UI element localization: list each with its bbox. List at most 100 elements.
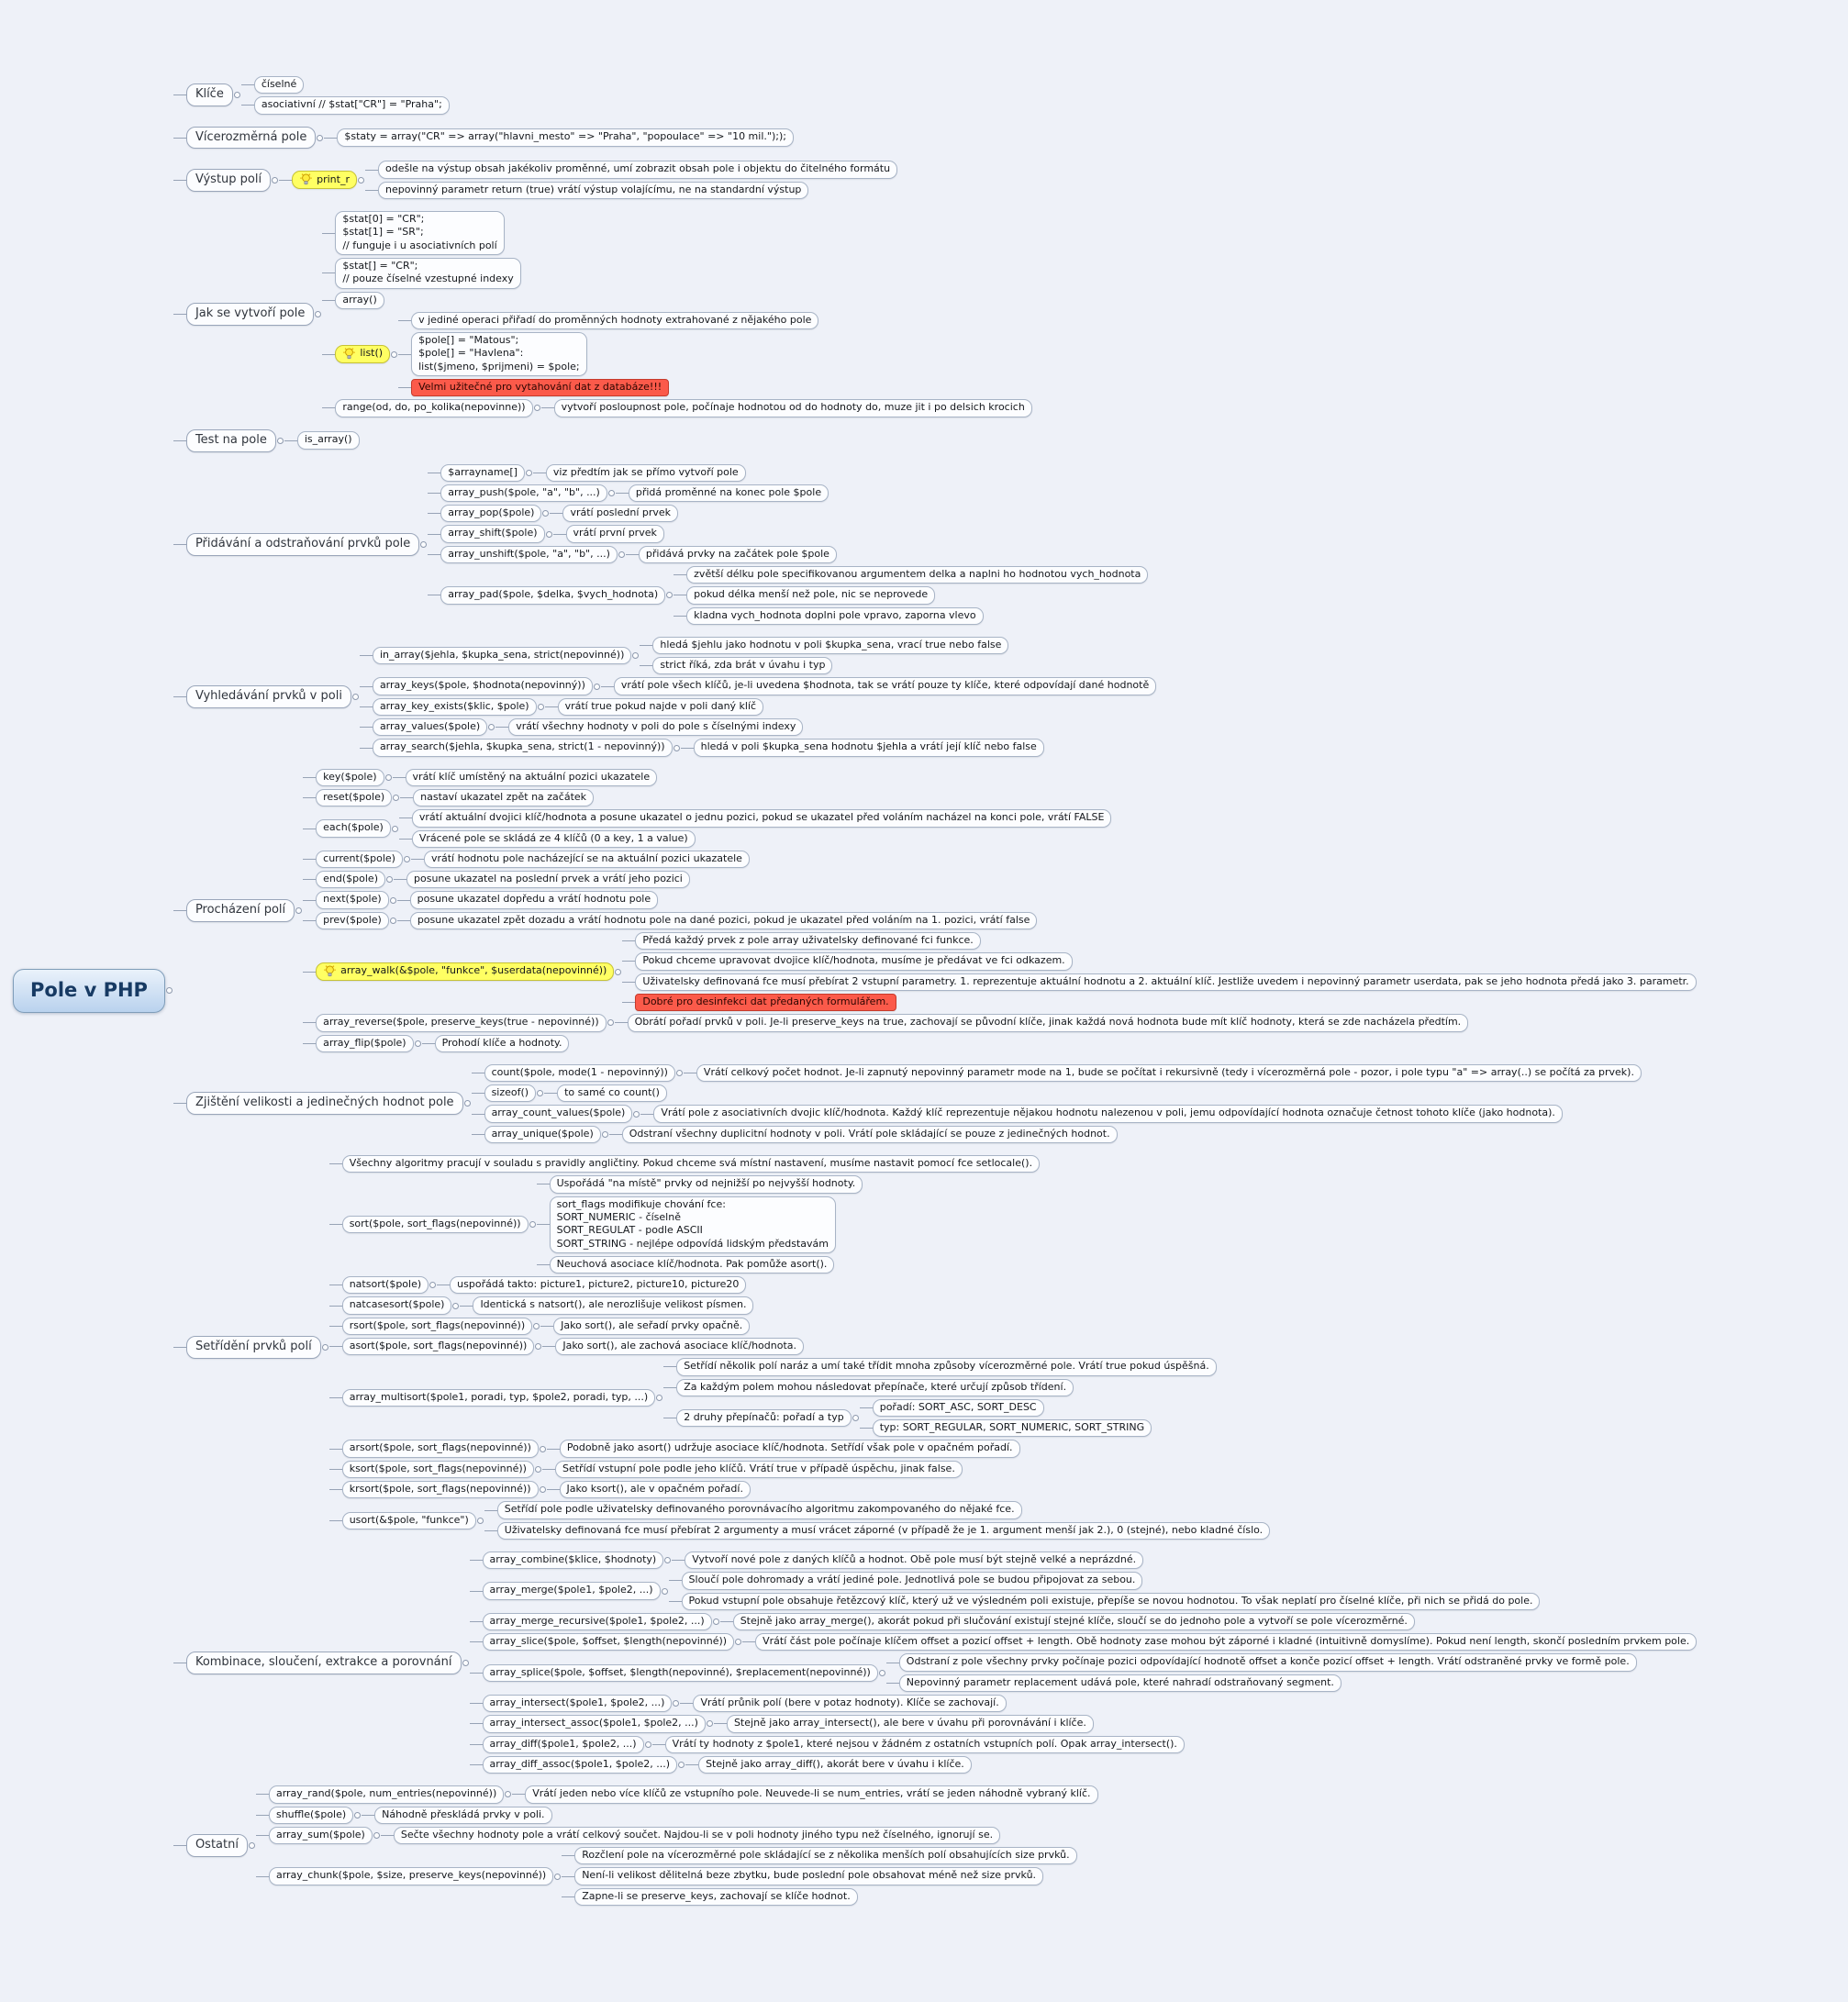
fold-handle-icon[interactable] [373,1831,380,1839]
fold-handle-icon[interactable] [476,1517,484,1524]
map-node[interactable]: Vrátí ty hodnoty z $pole1, které nejsou … [664,1735,1185,1753]
fold-handle-icon[interactable] [666,592,674,599]
fold-handle-icon[interactable] [878,1669,885,1676]
map-node[interactable]: array_intersect($pole1, $pole2, ...) [482,1695,673,1713]
map-node[interactable]: array_pop($pole) [440,505,542,523]
fold-handle-icon[interactable] [537,703,544,710]
map-node[interactable]: array_chunk($pole, $size, preserve_keys(… [268,1867,554,1885]
fold-handle-icon[interactable] [706,1720,713,1728]
fold-handle-icon[interactable] [351,693,359,700]
map-node[interactable]: vrátí true pokud najde v poli daný klíč [557,697,764,717]
map-node[interactable]: key($pole) [316,768,384,786]
map-node[interactable]: natsort($pole) [341,1276,429,1295]
fold-handle-icon[interactable] [618,551,625,558]
map-node[interactable]: array_reverse($pole, preserve_keys(true … [316,1014,607,1032]
fold-handle-icon[interactable] [678,1762,685,1769]
map-node[interactable]: Stejně jako array_intersect(), ale bere … [726,1715,1094,1733]
map-node[interactable]: each($pole) [316,819,391,838]
map-node[interactable]: Identická s natsort(), ale nerozlišuje v… [473,1296,754,1315]
map-node[interactable]: array_combine($klice, $hodnoty) [482,1551,664,1570]
fold-handle-icon[interactable] [315,310,322,317]
map-node[interactable]: array() [335,291,384,309]
map-node[interactable]: asociativní // $stat["CR"] = "Praha"; [253,96,450,115]
fold-handle-icon[interactable] [664,1557,672,1564]
topic-node[interactable]: Ostatní [185,1834,248,1858]
map-node[interactable]: usort(&$pole, "funkce") [341,1511,476,1529]
map-node[interactable]: Vrátí celkový počet hodnot. Je-li zapnut… [696,1063,1642,1083]
fold-handle-icon[interactable] [505,1791,512,1798]
map-node[interactable]: Uživatelsky definovaná fce musí přebírat… [635,973,1697,991]
fold-handle-icon[interactable] [525,469,532,476]
topic-node[interactable]: Jak se vytvoří pole [185,302,315,326]
map-node[interactable]: vrátí první prvek [565,525,664,543]
map-node[interactable]: odešle na výstup obsah jakékoliv proměnn… [377,161,898,179]
map-node[interactable]: vytvoří posloupnost pole, počínaje hodno… [553,399,1032,417]
fold-handle-icon[interactable] [633,1110,640,1118]
map-node[interactable]: Není-li velikost dělitelná beze zbytku, … [574,1867,1044,1885]
map-node[interactable]: Prohodí klíče a hodnoty. [434,1034,570,1052]
map-node[interactable]: vrátí všechny hodnoty v poli do pole s č… [508,718,804,737]
map-node[interactable]: krsort($pole, sort_flags(nepovinné)) [341,1481,539,1499]
map-node[interactable]: array_unique($pole) [484,1125,601,1144]
fold-handle-icon[interactable] [601,1130,608,1138]
map-node[interactable]: vrátí klíč umístěný na aktuální pozici u… [405,768,658,786]
warning-node[interactable]: Velmi užitečné pro vytahování dat z data… [411,379,670,397]
map-node[interactable]: vrátí poslední prvek [562,505,679,523]
map-node[interactable]: array_merge_recursive($pole1, $pole2, ..… [482,1612,712,1631]
topic-node[interactable]: Procházení polí [185,898,295,922]
map-node[interactable]: array_sum($pole) [268,1826,373,1845]
highlight-node[interactable]: list() [335,345,391,364]
map-node[interactable]: in_array($jehla, $kupka_sena, strict(nep… [372,647,632,665]
map-node[interactable]: vrátí hodnotu pole nacházející se na akt… [423,850,750,869]
fold-handle-icon[interactable] [533,405,540,412]
map-node[interactable]: is_array() [296,431,360,450]
map-node[interactable]: Jako sort(), ale seřadí prvky opačně. [553,1317,751,1335]
map-node[interactable]: Zapne-li se preserve_keys, zachovají se … [574,1887,858,1906]
map-node[interactable]: v jediné operaci přiřadí do proměnných h… [411,311,819,330]
map-node[interactable]: Vrátí jeden nebo více klíčů ze vstupního… [525,1785,1098,1804]
map-node[interactable]: shuffle($pole) [268,1806,354,1824]
map-node[interactable]: číselné [253,75,305,95]
map-node[interactable]: posune ukazatel zpět dozadu a vrátí hodn… [409,911,1038,930]
map-node[interactable]: viz předtím jak se přímo vytvoří pole [545,463,746,482]
map-node[interactable]: array_diff($pole1, $pole2, ...) [482,1735,644,1753]
map-node[interactable]: Setřídí pole podle uživatelsky definovan… [496,1501,1022,1519]
fold-handle-icon[interactable] [852,1415,859,1422]
map-node[interactable]: Sečte všechny hodnoty pole a vrátí celko… [393,1826,1001,1845]
fold-handle-icon[interactable] [735,1639,742,1646]
map-node[interactable]: Obrátí pořadí prvků v poli. Je-li preser… [627,1014,1469,1032]
map-node[interactable]: array_pad($pole, $delka, $vych_hodnota) [440,586,666,605]
map-node[interactable]: asort($pole, sort_flags(nepovinné)) [341,1337,535,1356]
map-node[interactable]: array_multisort($pole1, poradi, typ, $po… [341,1388,656,1407]
map-node[interactable]: array_slice($pole, $offset, $length(nepo… [482,1633,735,1652]
topic-node[interactable]: Test na pole [185,428,276,452]
warning-node[interactable]: Dobré pro desinfekci dat předaných formu… [635,993,896,1012]
fold-handle-icon[interactable] [712,1618,719,1625]
map-node[interactable]: Podobně jako asort() udržuje asociace kl… [559,1440,1020,1458]
map-node[interactable]: arsort($pole, sort_flags(nepovinné)) [341,1440,539,1458]
map-node[interactable]: Pokud vstupní pole obsahuje řetězcový kl… [681,1592,1541,1610]
fold-handle-icon[interactable] [429,1282,437,1289]
map-node[interactable]: Nepovinný parametr replacement udává pol… [898,1674,1341,1693]
map-node[interactable]: $stat[] = "CR"; // pouze číselné vzestup… [335,257,521,289]
map-node[interactable]: array_flip($pole) [316,1034,414,1052]
map-node[interactable]: array_key_exists($klic, $pole) [372,697,537,717]
map-node[interactable]: vrátí aktuální dvojici klíč/hodnota a po… [411,809,1112,828]
map-node[interactable]: $arrayname[] [440,463,525,482]
fold-handle-icon[interactable] [463,1100,471,1107]
map-node[interactable]: Uživatelsky definovaná fce musí přebírat… [496,1521,1271,1540]
fold-handle-icon[interactable] [675,1069,683,1076]
topic-node[interactable]: Kombinace, sloučení, extrakce a porovnán… [185,1651,462,1674]
fold-handle-icon[interactable] [535,1343,542,1351]
map-node[interactable]: typ: SORT_REGULAR, SORT_NUMERIC, SORT_ST… [872,1419,1152,1438]
topic-node[interactable]: Vyhledávání prvků v poli [185,684,351,708]
fold-handle-icon[interactable] [593,683,600,690]
map-node[interactable]: 2 druhy přepínačů: pořadí a typ [676,1409,852,1428]
fold-handle-icon[interactable] [488,724,495,731]
map-node[interactable]: Vrátí pole z asociativních dvojic klíč/h… [653,1105,1563,1123]
map-node[interactable]: posune ukazatel dopředu a vrátí hodnotu … [409,891,659,909]
fold-handle-icon[interactable] [554,1873,562,1880]
fold-handle-icon[interactable] [386,876,393,884]
fold-handle-icon[interactable] [389,917,396,924]
map-node[interactable]: array_values($pole) [372,718,488,737]
